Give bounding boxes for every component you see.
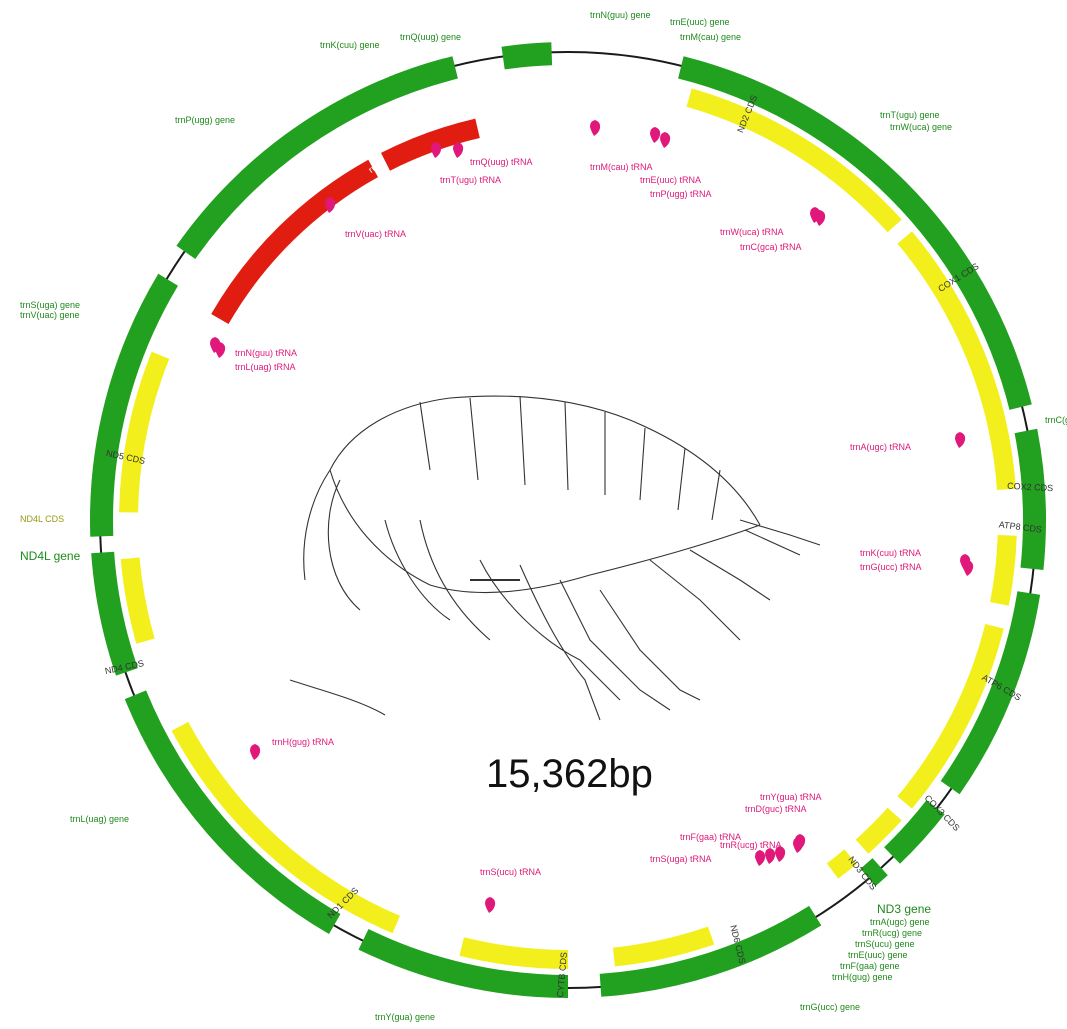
cds-arc-3	[990, 535, 1017, 606]
gene-label-trnh-gug-gene: trnH(gug) gene	[832, 972, 893, 982]
trna-glyph	[765, 848, 775, 864]
gene-label-trne-uuc-gene: trnE(uuc) gene	[670, 17, 730, 27]
gene-label-trnc-gca-gene: trnC(gca) gene	[1045, 415, 1067, 425]
trna-trnp-ugg-trna: trnP(ugg) tRNA	[650, 132, 712, 199]
gene-label-trnp-ugg-gene: trnP(ugg) gene	[175, 115, 235, 125]
trna-label: trnM(cau) tRNA	[590, 162, 653, 172]
cds-label-cox2-cds: COX2 CDS	[1007, 481, 1053, 493]
gene-label-trnk-cuu-gene: trnK(cuu) gene	[320, 40, 380, 50]
cds-track-layer	[119, 88, 1017, 969]
gene-label-trns-uga-gene: trnS(uga) gene	[20, 300, 80, 310]
trna-label: trnL(uag) tRNA	[235, 362, 296, 372]
amphipod-illustration	[290, 396, 820, 720]
gene-label-nd3-gene: ND3 gene	[877, 902, 931, 916]
gene-label-trny-gua-gene: trnY(gua) gene	[375, 1012, 435, 1022]
rrns-arc	[381, 119, 480, 171]
trna-glyph	[955, 432, 965, 448]
trna-label: trnS(ucu) tRNA	[480, 867, 541, 877]
gene-label-trnn-guu-gene: trnN(guu) gene	[590, 10, 651, 20]
rrna-label-rrns: rrnS	[366, 156, 386, 174]
gene-label-trnl-uag-gene: trnL(uag) gene	[70, 814, 129, 824]
trna-trnm-cau-trna: trnM(cau) tRNA	[590, 120, 653, 172]
gene-label-trnf-gaa-gene: trnF(gaa) gene	[840, 961, 900, 971]
trna-label: trnH(gug) tRNA	[272, 737, 334, 747]
trna-glyph	[250, 744, 260, 760]
trna-glyph	[660, 132, 670, 148]
gene-label-nd4l-cds: ND4L CDS	[20, 514, 64, 524]
trna-glyph	[793, 837, 803, 853]
gene-label-trnv-uac-gene: trnV(uac) gene	[20, 310, 80, 320]
trna-trnv-uac-trna: trnV(uac) tRNA	[325, 197, 406, 239]
trna-trnw-uca-trna: trnW(uca) tRNA	[720, 207, 820, 237]
trna-glyph	[485, 897, 495, 913]
trna-glyph	[453, 142, 463, 158]
gene-label-trnq-uug-gene: trnQ(uug) gene	[400, 32, 461, 42]
gene-arc-12	[389, 56, 458, 98]
rrna-label-rrnl: rrnL	[234, 239, 250, 258]
trna-label: trnY(gua) tRNA	[760, 792, 822, 802]
trna-glyph	[755, 850, 765, 866]
trna-glyph	[775, 846, 785, 862]
trna-label: trnK(cuu) tRNA	[860, 548, 921, 558]
gene-label-trns-ucu-gene: trnS(ucu) gene	[855, 939, 915, 949]
trna-label: trnS(uga) tRNA	[650, 854, 712, 864]
genome-length-label: 15,362bp	[486, 752, 653, 797]
trna-label: trnF(gaa) tRNA	[680, 832, 741, 842]
trna-glyph	[590, 120, 600, 136]
trna-label: trnD(guc) tRNA	[745, 804, 807, 814]
trna-label: trnV(uac) tRNA	[345, 229, 406, 239]
trna-glyph	[963, 560, 973, 576]
gene-label-trng-ucc-gene: trnG(ucc) gene	[800, 1002, 860, 1012]
trna-trne-uuc-trna: trnE(uuc) tRNA	[640, 127, 701, 185]
trna-trns-ucu-trna: trnS(ucu) tRNA	[480, 867, 541, 913]
trna-glyph	[215, 342, 225, 358]
gene-arc-2	[1015, 429, 1046, 570]
trna-glyph	[650, 127, 660, 143]
trna-label: trnQ(uug) tRNA	[470, 157, 533, 167]
gene-track-layer	[90, 42, 1046, 998]
gene-label-trna-ugc-gene: trnA(ugc) gene	[870, 917, 930, 927]
gene-label-trnr-ucg-gene: trnR(ucg) gene	[862, 928, 922, 938]
gene-label-trne-uuc-gene: trnE(uuc) gene	[848, 950, 908, 960]
trna-trna-ugc-trna: trnA(ugc) tRNA	[850, 432, 965, 452]
trna-label: trnP(ugg) tRNA	[650, 189, 712, 199]
gene-label-trnw-uca-gene: trnW(uca) gene	[890, 122, 952, 132]
trna-label: trnN(guu) tRNA	[235, 348, 297, 358]
cds-arc-8	[459, 937, 568, 969]
trna-label: trnT(ugu) tRNA	[440, 175, 501, 185]
gene-label-trnt-ugu-gene: trnT(ugu) gene	[880, 110, 940, 120]
trna-label: trnC(gca) tRNA	[740, 242, 802, 252]
feature-label-layer: trnK(cuu) gene trnQ(uug) gene trnN(guu) ge…	[20, 10, 1067, 1022]
trna-trnh-gug-trna: trnH(gug) tRNA	[250, 737, 334, 760]
trna-trng-ucc-trna: trnG(ucc) tRNA	[860, 560, 973, 576]
gene-arc-3	[941, 591, 1040, 794]
gene-label-nd4l-gene: ND4L gene	[20, 549, 81, 563]
trna-label: trnG(ucc) tRNA	[860, 562, 922, 572]
trna-trnq-uug-trna: trnQ(uug) tRNA	[453, 142, 533, 167]
trna-label: trnE(uuc) tRNA	[640, 175, 701, 185]
trna-glyph	[431, 142, 441, 158]
trna-label: trnW(uca) tRNA	[720, 227, 784, 237]
gene-arc-13	[502, 42, 553, 69]
trna-glyph	[815, 210, 825, 226]
trna-label: trnA(ugc) tRNA	[850, 442, 911, 452]
gene-label-trnm-cau-gene: trnM(cau) gene	[680, 32, 741, 42]
